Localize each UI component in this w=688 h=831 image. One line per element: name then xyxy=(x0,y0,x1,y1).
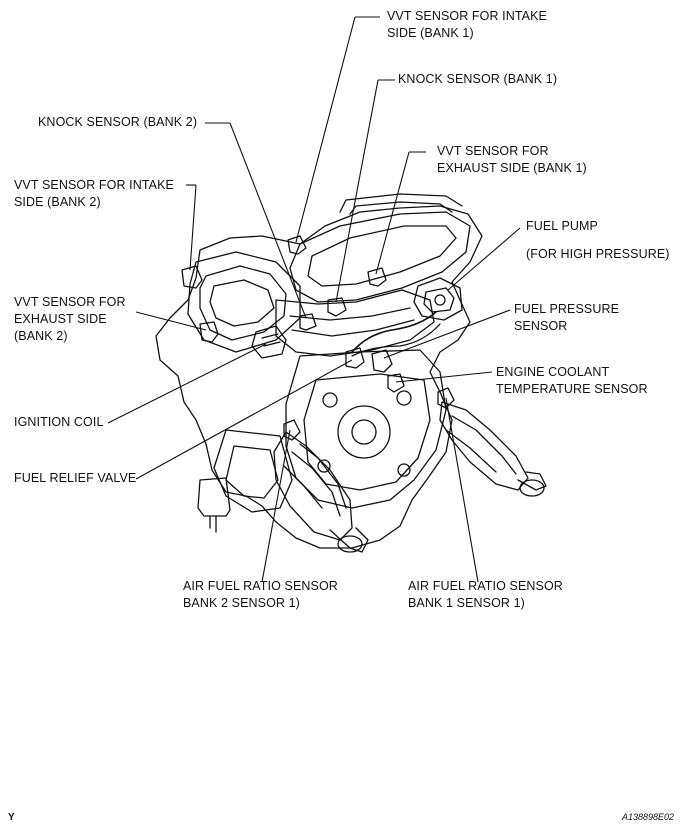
coolant-temp-sensor-part xyxy=(387,373,405,393)
label-line: FUEL PRESSURE xyxy=(514,302,620,316)
label-line: (BANK 2) xyxy=(14,329,68,343)
fuel-pump-body xyxy=(413,277,463,321)
label-knock-sensor-bank1: KNOCK SENSOR (BANK 1) xyxy=(398,71,557,88)
label-line: AIR FUEL RATIO SENSOR xyxy=(183,579,338,593)
af-bank2-sensor-part xyxy=(283,419,301,441)
oil-filter xyxy=(197,477,231,517)
label-af-ratio-sensor-bank1: AIR FUEL RATIO SENSOR BANK 1 SENSOR 1) xyxy=(408,578,563,612)
label-af-ratio-sensor-bank2: AIR FUEL RATIO SENSOR BANK 2 SENSOR 1) xyxy=(183,578,338,612)
label-line: EXHAUST SIDE (BANK 1) xyxy=(437,161,587,175)
ignition-coil-body xyxy=(251,325,287,359)
left-cylinder-head xyxy=(187,251,301,353)
label-line: BANK 1 SENSOR 1) xyxy=(408,596,525,610)
label-line: SIDE (BANK 1) xyxy=(387,26,474,40)
label-line: VVT SENSOR FOR INTAKE xyxy=(14,178,174,192)
label-line: FUEL PUMP xyxy=(526,219,598,233)
label-line: (FOR HIGH PRESSURE) xyxy=(526,247,670,261)
engine-block-outline xyxy=(155,205,483,549)
catalyst-bank1 xyxy=(439,401,529,491)
label-line: IGNITION COIL xyxy=(14,415,104,429)
knock-bank1-sensor xyxy=(327,297,347,317)
label-fuel-pressure-sensor: FUEL PRESSURE SENSOR xyxy=(514,301,619,335)
vvt-bank2-exhaust-sensor xyxy=(199,321,219,343)
vvt-bank1-exhaust-sensor xyxy=(367,267,387,287)
fuel-relief-valve-part xyxy=(345,347,365,369)
label-line: VVT SENSOR FOR xyxy=(14,295,126,309)
label-line: TEMPERATURE SENSOR xyxy=(496,382,648,396)
figure-code: A138898E02 xyxy=(622,812,675,822)
label-vvt-sensor-intake-bank2: VVT SENSOR FOR INTAKE SIDE (BANK 2) xyxy=(14,177,174,211)
label-fuel-pump: FUEL PUMP xyxy=(526,218,598,235)
vvt-bank2-intake-sensor xyxy=(181,265,203,289)
label-line: VVT SENSOR FOR INTAKE xyxy=(387,9,547,23)
label-line: FUEL RELIEF VALVE xyxy=(14,471,137,485)
label-vvt-sensor-exhaust-bank2: VVT SENSOR FOR EXHAUST SIDE (BANK 2) xyxy=(14,294,126,345)
label-engine-coolant-temp-sensor: ENGINE COOLANT TEMPERATURE SENSOR xyxy=(496,364,648,398)
catalyst-bank2 xyxy=(273,431,353,541)
label-line: SENSOR xyxy=(514,319,568,333)
timing-cover xyxy=(285,349,447,509)
label-line: SIDE (BANK 2) xyxy=(14,195,101,209)
label-line: BANK 2 SENSOR 1) xyxy=(183,596,300,610)
label-line: EXHAUST SIDE xyxy=(14,312,107,326)
knock-bank2-sensor xyxy=(299,313,317,331)
label-line: KNOCK SENSOR (BANK 1) xyxy=(398,72,558,86)
vvt-bank1-intake-sensor xyxy=(287,235,307,255)
fuel-pressure-sensor-part xyxy=(371,349,393,373)
fuel-line xyxy=(351,311,437,353)
intake-plenum xyxy=(289,211,471,303)
label-line: ENGINE COOLANT xyxy=(496,365,610,379)
label-line: AIR FUEL RATIO SENSOR xyxy=(408,579,563,593)
label-vvt-sensor-intake-bank1: VVT SENSOR FOR INTAKE SIDE (BANK 1) xyxy=(387,8,547,42)
label-line: VVT SENSOR FOR xyxy=(437,144,549,158)
label-fuel-pump-high-pressure: (FOR HIGH PRESSURE) xyxy=(526,246,670,263)
label-fuel-relief-valve: FUEL RELIEF VALVE xyxy=(14,470,136,487)
label-vvt-sensor-exhaust-bank1: VVT SENSOR FOR EXHAUST SIDE (BANK 1) xyxy=(437,143,587,177)
leader-lines xyxy=(107,16,521,583)
label-line: KNOCK SENSOR (BANK 2) xyxy=(38,115,198,129)
label-ignition-coil: IGNITION COIL xyxy=(14,414,104,431)
af-bank1-sensor-part xyxy=(437,387,455,409)
footer-left-mark: Y xyxy=(8,812,15,823)
label-knock-sensor-bank2: KNOCK SENSOR (BANK 2) xyxy=(38,114,197,131)
